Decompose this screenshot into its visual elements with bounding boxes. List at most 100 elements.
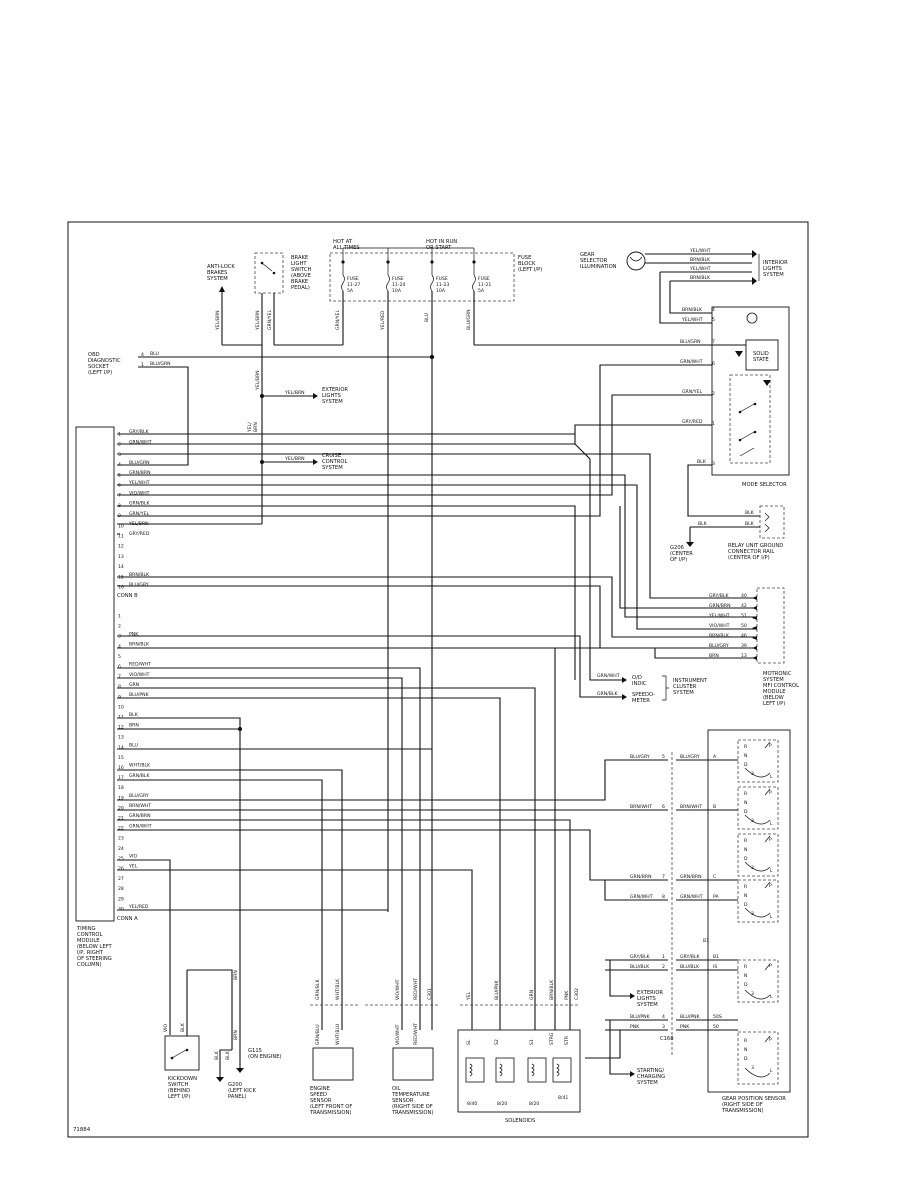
conn-b-pin: 3	[118, 452, 121, 458]
kick-wire-2: BRN	[233, 970, 239, 980]
svg-text:1: 1	[712, 421, 715, 427]
oil-wire-2: VIO/WHT	[395, 1024, 401, 1045]
svg-text:40: 40	[741, 593, 747, 599]
sol-wire-0: YEL	[466, 991, 472, 1001]
c301-label: C301	[427, 988, 433, 1000]
svg-text:GRN/WHT: GRN/WHT	[129, 823, 152, 829]
svg-text:YEL/RED: YEL/RED	[128, 904, 149, 910]
svg-text:26: 26	[118, 866, 124, 872]
svg-text:L: L	[770, 1068, 773, 1074]
conn-a-pin: 3 PNK	[118, 631, 139, 639]
c302-label: C302	[574, 988, 580, 1000]
conn-a-pin: 13	[118, 735, 124, 741]
svg-text:20: 20	[118, 805, 124, 811]
svg-text:VIO/WHT: VIO/WHT	[709, 623, 730, 629]
svg-text:10: 10	[118, 523, 124, 529]
svg-text:3: 3	[662, 1024, 665, 1030]
svg-text:L: L	[770, 821, 773, 827]
conn-b-pin: 14	[118, 564, 124, 570]
fuse4-wire: BLU/GRN	[466, 309, 472, 330]
mode-selector-pins: 4 BRN/BLK 5 YEL/WHT 7 BLU/GRN 6 GRN/WHT …	[680, 307, 715, 467]
svg-text:3: 3	[118, 634, 121, 640]
svg-text:PNK: PNK	[129, 631, 139, 637]
svg-text:13: 13	[118, 554, 124, 560]
svg-text:YEL: YEL	[128, 864, 138, 870]
cruise-vert-wire: YEL/BRN	[247, 422, 259, 433]
svg-text:P: P	[769, 837, 772, 843]
svg-text:D: D	[744, 856, 748, 862]
svg-text:BLU/GRY: BLU/GRY	[630, 754, 650, 760]
conn-b-label: CONN B	[117, 593, 138, 599]
svg-text:D: D	[744, 1056, 748, 1062]
svg-text:GRN/BLK: GRN/BLK	[129, 773, 150, 779]
svg-text:C: C	[713, 874, 716, 880]
motronic-pin: GRY/BLK 40	[709, 593, 757, 600]
svg-text:6: 6	[662, 804, 665, 810]
obd-pin1: 1	[141, 362, 144, 368]
svg-text:27: 27	[118, 876, 124, 882]
svg-text:BRN: BRN	[709, 653, 719, 659]
svg-text:19: 19	[118, 795, 124, 801]
timing-control-module	[75, 426, 115, 922]
svg-text:17: 17	[118, 775, 124, 781]
svg-text:39: 39	[741, 643, 747, 649]
gps-switch-graphics	[737, 739, 779, 1085]
svg-text:GRY/BLK: GRY/BLK	[129, 429, 150, 435]
ext-vert-wire: YEL/BRN	[255, 370, 261, 391]
speed-wire-1: WHT/BLK	[335, 978, 341, 1000]
sol-wire-3: BRN/BLK	[549, 979, 555, 1000]
engine-speed-sensor	[312, 1047, 354, 1081]
svg-text:6: 6	[118, 664, 121, 670]
conn-b-pin: 12	[118, 544, 124, 550]
svg-text:YEL/WHT: YEL/WHT	[689, 248, 711, 254]
svg-text:P: P	[769, 883, 772, 889]
conn-a-pin: 1	[118, 614, 121, 620]
speedo-wire: GRN/BLK	[597, 691, 618, 697]
svg-text:R: R	[744, 884, 748, 890]
svg-text:GRY/BLK: GRY/BLK	[709, 593, 730, 599]
conn-a-pin: 10	[118, 704, 124, 710]
conn-a-pin: 15	[118, 755, 124, 761]
speedo-label: SPEEDO-METER	[632, 692, 655, 704]
svg-text:3: 3	[751, 911, 754, 917]
svg-text:4: 4	[662, 1014, 665, 1020]
svg-text:BRN/BLK: BRN/BLK	[129, 572, 150, 578]
svg-text:2: 2	[712, 391, 715, 397]
svg-text:BRN: BRN	[129, 722, 139, 728]
svg-text:GRY/BLK: GRY/BLK	[630, 954, 651, 960]
relay-wire-1: BLK	[745, 510, 755, 516]
svg-text:3: 3	[751, 865, 754, 871]
svg-text:P: P	[769, 963, 772, 969]
svg-text:IS: IS	[713, 964, 717, 970]
